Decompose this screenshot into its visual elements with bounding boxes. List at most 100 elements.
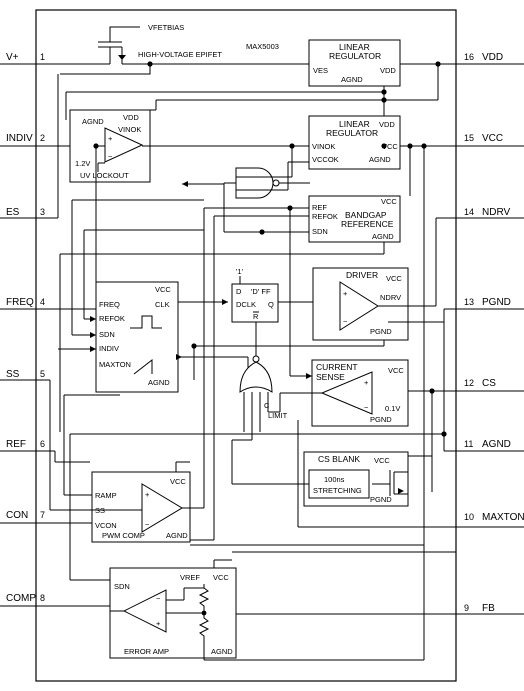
- svg-text:−: −: [364, 403, 369, 412]
- svg-text:AGND: AGND: [166, 531, 188, 540]
- pin-6-ref[interactable]: REF 6: [0, 439, 55, 452]
- svg-text:REGULATOR: REGULATOR: [326, 128, 378, 138]
- svg-text:UV LOCKOUT: UV LOCKOUT: [80, 171, 129, 180]
- svg-text:+: +: [343, 289, 348, 298]
- svg-text:ERROR AMP: ERROR AMP: [124, 647, 169, 656]
- error-amp-block: SDN VREF VCC − + ERROR AMP AGND: [109, 567, 237, 659]
- pin-1-vplus[interactable]: V+ 1: [0, 52, 110, 65]
- svg-text:CLK: CLK: [155, 300, 170, 309]
- svg-text:HIGH-VOLTAGE EPIFET: HIGH-VOLTAGE EPIFET: [138, 50, 222, 59]
- pin-3-es[interactable]: ES 3: [0, 207, 58, 219]
- svg-text:VINOK: VINOK: [118, 125, 141, 134]
- svg-text:10: 10: [464, 512, 474, 522]
- svg-text:CURRENT: CURRENT: [316, 362, 358, 372]
- svg-text:AGND: AGND: [211, 647, 233, 656]
- pin-10-maxton[interactable]: 10 MAXTON: [297, 420, 524, 528]
- pin-13-pgnd[interactable]: 13 PGND: [444, 297, 524, 310]
- svg-text:VES: VES: [313, 66, 328, 75]
- part-number-label: MAX5003: [246, 42, 279, 51]
- svg-text:V+: V+: [6, 52, 19, 63]
- svg-text:LINEAR: LINEAR: [339, 119, 370, 129]
- svg-text:8: 8: [40, 593, 45, 603]
- svg-text:AGND: AGND: [82, 117, 104, 126]
- svg-text:STRETCHING: STRETCHING: [313, 486, 362, 495]
- svg-text:1.2V: 1.2V: [75, 159, 90, 168]
- svg-text:VCC: VCC: [170, 477, 186, 486]
- svg-text:VCC: VCC: [382, 142, 398, 151]
- svg-text:SDN: SDN: [312, 227, 328, 236]
- svg-text:+: +: [108, 134, 113, 143]
- nor-gate: [239, 361, 273, 393]
- current-sense-block: CURRENT SENSE VCC + − 0.1V PGND: [311, 359, 409, 427]
- d-flipflop: '1' D 'D' FF DCLK Q R: [231, 267, 279, 323]
- svg-text:PGND: PGND: [370, 327, 392, 336]
- svg-text:FB: FB: [482, 603, 495, 614]
- svg-text:VFETBIAS: VFETBIAS: [148, 23, 184, 32]
- svg-text:VDD: VDD: [123, 113, 139, 122]
- pin-8-comp[interactable]: COMP 8: [0, 593, 110, 607]
- svg-text:DRIVER: DRIVER: [346, 270, 378, 280]
- svg-text:−: −: [343, 317, 348, 326]
- svg-text:VCON: VCON: [95, 521, 117, 530]
- svg-text:16: 16: [464, 52, 474, 62]
- c-limit-line1: C: [264, 401, 270, 410]
- svg-text:VCC: VCC: [213, 573, 229, 582]
- svg-text:PGND: PGND: [482, 297, 511, 308]
- bandgap-reference: VCC REF REFOK BANDGAP REFERENCE SDN AGND: [308, 195, 401, 243]
- svg-text:COMP: COMP: [6, 593, 36, 604]
- svg-text:FREQ: FREQ: [99, 300, 120, 309]
- svg-text:3: 3: [40, 207, 45, 217]
- svg-text:BANDGAP: BANDGAP: [345, 210, 387, 220]
- svg-text:INDIV: INDIV: [6, 133, 33, 144]
- svg-text:FREQ: FREQ: [6, 297, 34, 308]
- svg-text:REF: REF: [6, 439, 26, 450]
- svg-text:CON: CON: [6, 510, 28, 521]
- svg-text:−: −: [145, 520, 150, 529]
- svg-text:AGND: AGND: [372, 232, 394, 241]
- svg-text:VDD: VDD: [482, 52, 503, 63]
- svg-text:9: 9: [464, 603, 469, 613]
- svg-text:MAXTON: MAXTON: [482, 512, 524, 523]
- svg-text:AGND: AGND: [341, 75, 363, 84]
- cs-blank-block: CS BLANK VCC 100ns STRETCHING PGND: [303, 451, 409, 507]
- svg-text:INDIV: INDIV: [99, 344, 119, 353]
- svg-text:12: 12: [464, 378, 474, 388]
- svg-text:5: 5: [40, 369, 45, 379]
- c-limit-line2: LIMIT: [268, 411, 288, 420]
- svg-text:REFOK: REFOK: [99, 314, 125, 323]
- svg-text:REGULATOR: REGULATOR: [329, 51, 381, 61]
- pin-5-ss[interactable]: SS 5: [0, 369, 50, 381]
- svg-text:CS: CS: [482, 378, 496, 389]
- oscillator-block: VCC FREQ CLK REFOK SDN INDIV MAXTON AGND: [95, 281, 179, 393]
- svg-text:VCC: VCC: [482, 133, 503, 144]
- pin-9-fb[interactable]: 9 FB: [236, 603, 524, 615]
- pin-15-vcc[interactable]: 15 VCC: [400, 133, 524, 147]
- svg-text:REFOK: REFOK: [312, 212, 338, 221]
- pin-14-ndrv[interactable]: 14 NDRV: [436, 207, 524, 219]
- svg-text:−: −: [108, 152, 113, 161]
- pin-16-vdd[interactable]: 16 VDD: [400, 52, 524, 65]
- svg-text:SS: SS: [6, 369, 20, 380]
- svg-text:Q: Q: [268, 300, 274, 309]
- pin-7-con[interactable]: CON 7: [0, 510, 96, 524]
- svg-text:11: 11: [464, 439, 473, 449]
- pin-4-freq[interactable]: FREQ 4: [0, 297, 96, 310]
- svg-text:CS BLANK: CS BLANK: [318, 454, 360, 464]
- svg-text:AGND: AGND: [482, 439, 511, 450]
- linear-regulator-vdd: LINEAR REGULATOR VES VDD AGND: [150, 39, 401, 87]
- svg-text:VCC: VCC: [388, 366, 404, 375]
- svg-text:PWM COMP: PWM COMP: [102, 531, 145, 540]
- svg-text:+: +: [156, 619, 161, 628]
- svg-text:NDRV: NDRV: [482, 207, 510, 218]
- svg-text:VCCOK: VCCOK: [312, 155, 339, 164]
- pin-11-agnd[interactable]: 11 AGND: [444, 439, 524, 452]
- svg-text:'1': '1': [236, 267, 244, 276]
- linear-regulator-vcc: LINEAR REGULATOR VDD VINOK VCC VCCOK AGN…: [308, 115, 401, 170]
- svg-text:REF: REF: [312, 203, 327, 212]
- svg-text:SENSE: SENSE: [316, 372, 345, 382]
- high-voltage-epifet: VFETBIAS HIGH-VOLTAGE EPIFET: [60, 23, 222, 75]
- svg-text:VREF: VREF: [180, 573, 200, 582]
- svg-text:VINOK: VINOK: [312, 142, 335, 151]
- svg-text:VCC: VCC: [386, 274, 402, 283]
